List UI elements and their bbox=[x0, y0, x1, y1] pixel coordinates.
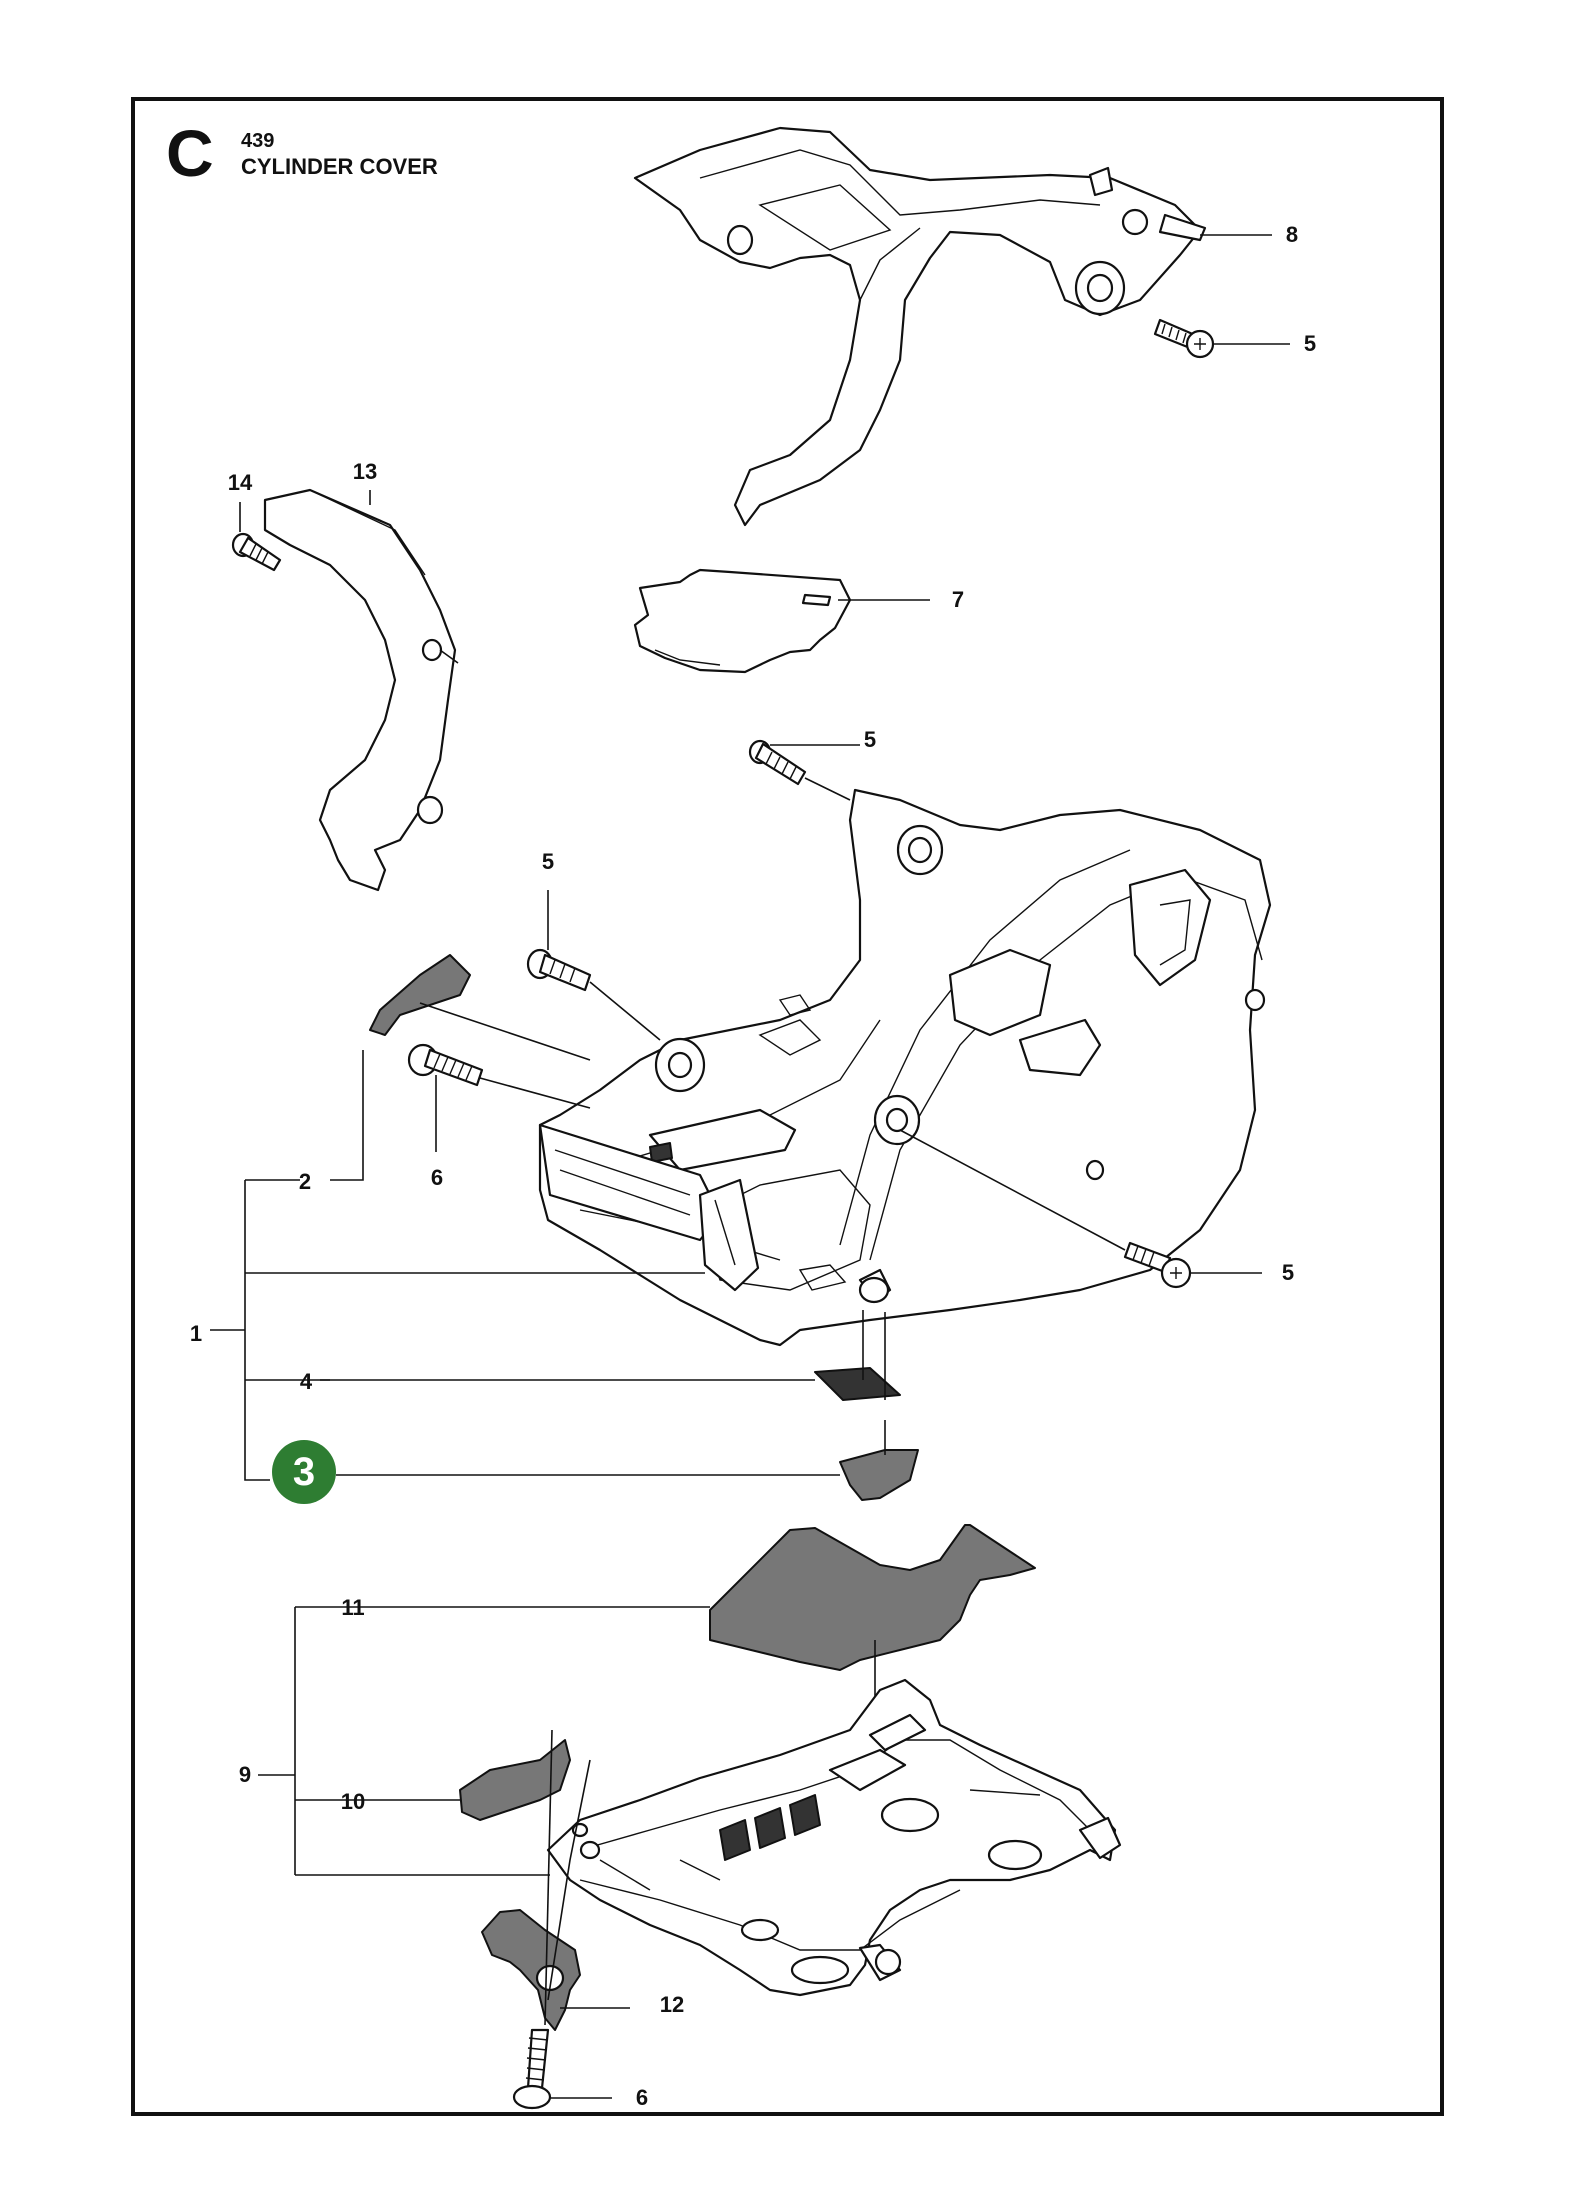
label-part-4 bbox=[814, 1367, 901, 1401]
callout-1: 1 bbox=[189, 1321, 203, 1346]
gasket-part-7 bbox=[633, 568, 852, 674]
label-part-3 bbox=[839, 1449, 919, 1501]
label-part-2 bbox=[369, 954, 471, 1036]
callout-8: 8 bbox=[1285, 222, 1299, 247]
screw-5-right bbox=[1123, 1241, 1192, 1289]
leader-5-upper-mid-b bbox=[804, 777, 851, 801]
callout-6-left: 6 bbox=[430, 1165, 444, 1190]
screw-5-upper-mid bbox=[748, 739, 807, 786]
screw-5-left bbox=[526, 948, 592, 992]
leader-5-right-b bbox=[899, 1129, 1126, 1251]
screw-5-top bbox=[1153, 318, 1215, 359]
leader-5-left-b bbox=[589, 981, 661, 1041]
heat-shield-part-11 bbox=[709, 1524, 1036, 1671]
bracket-part-12 bbox=[481, 1909, 581, 2031]
leader-6-left-b bbox=[479, 1077, 591, 1109]
callout-7: 7 bbox=[951, 587, 965, 612]
main-cylinder-cover-part-1 bbox=[538, 788, 1272, 1347]
leader-12-up bbox=[547, 1759, 591, 2001]
callout-2: 2 bbox=[298, 1169, 312, 1194]
screw-6-left bbox=[407, 1043, 484, 1087]
leader-2 bbox=[330, 1050, 364, 1181]
section-letter: C bbox=[166, 116, 214, 190]
callout-5-left: 5 bbox=[541, 849, 555, 874]
leader-11-stub bbox=[294, 1606, 375, 1775]
screw-14 bbox=[231, 532, 282, 572]
callout-5-right: 5 bbox=[1281, 1260, 1295, 1285]
callout-12: 12 bbox=[659, 1992, 685, 2017]
leader-6-bottom-up bbox=[544, 1729, 553, 2026]
screw-6-bottom bbox=[512, 2028, 552, 2110]
cylinder-cover-top-part bbox=[633, 126, 1207, 527]
callout-5-top: 5 bbox=[1303, 331, 1317, 356]
deflector-plate-part-13 bbox=[263, 488, 457, 892]
bracket-1 bbox=[244, 1180, 270, 1481]
callout-5-upper-mid: 5 bbox=[863, 727, 877, 752]
callout-11: 11 bbox=[341, 1595, 365, 1620]
callout-6-bottom: 6 bbox=[635, 2085, 649, 2110]
callout-9: 9 bbox=[238, 1762, 252, 1787]
callout-10: 10 bbox=[340, 1789, 366, 1814]
diagram-title: CYLINDER COVER bbox=[241, 154, 438, 179]
leader-2-to-part bbox=[419, 1002, 591, 1061]
model-number: 439 bbox=[241, 130, 275, 152]
leader-13-hole bbox=[439, 649, 459, 664]
bottom-cover-part-9 bbox=[546, 1678, 1122, 1997]
insulator-part-10 bbox=[459, 1739, 571, 1821]
callout-14: 14 bbox=[227, 470, 253, 495]
highlighted-callout-3[interactable]: 3 bbox=[272, 1440, 336, 1504]
diagram-frame bbox=[131, 97, 1444, 2116]
callout-4: 4 bbox=[299, 1369, 313, 1394]
callout-13: 13 bbox=[352, 459, 378, 484]
